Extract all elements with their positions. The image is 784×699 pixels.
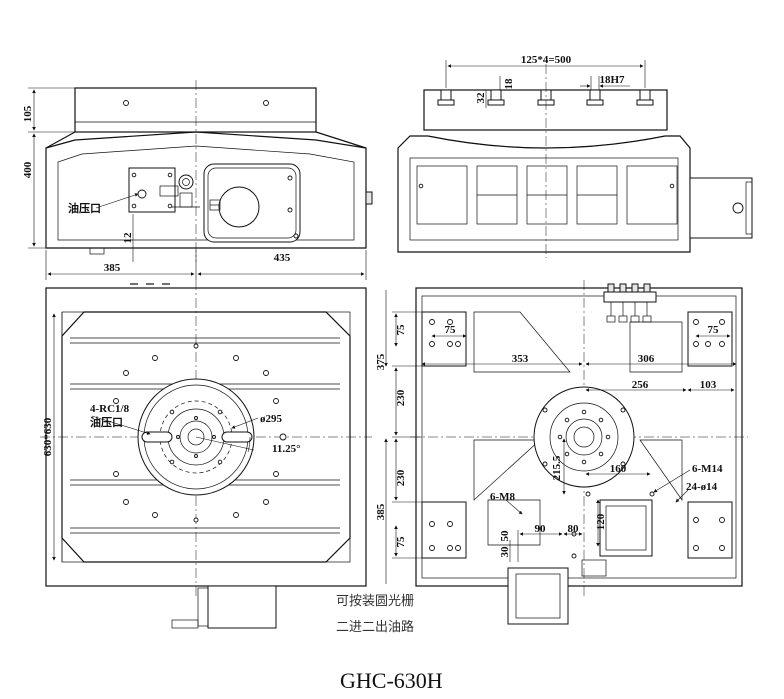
dim-slot-width: 18H7 bbox=[599, 74, 625, 86]
base-view: 75 375 230 230 385 75 75 353 306 256 103… bbox=[375, 280, 748, 625]
dim-353: 353 bbox=[512, 353, 529, 365]
label-m14: 6-M14 bbox=[692, 463, 723, 475]
front-view: 105 400 385 435 12 油压口 bbox=[22, 80, 373, 280]
dim-256: 256 bbox=[632, 379, 649, 391]
top-fittings bbox=[603, 283, 657, 323]
label-rc-port: 4-RC1/8 bbox=[90, 403, 130, 415]
label-oil-port-front: 油压口 bbox=[68, 201, 101, 215]
dim-75-d: 75 bbox=[708, 324, 720, 336]
dim-table-size: 630*630 bbox=[42, 417, 54, 456]
dim-75-c: 75 bbox=[395, 536, 407, 548]
label-m8: 6-M8 bbox=[490, 491, 516, 503]
side-view: 125*4=500 18H7 32 18 bbox=[397, 54, 753, 258]
note-encoder: 可按装圆光栅 bbox=[336, 594, 415, 609]
plan-view: 630*630 4-RC1/8 油压口 ø295 11.25° bbox=[40, 280, 372, 629]
dim-385: 385 bbox=[375, 503, 387, 520]
dim-50: 50 bbox=[499, 530, 511, 542]
dim-top-height: 105 bbox=[22, 105, 34, 122]
label-circle-dia: ø295 bbox=[260, 413, 283, 425]
model-title: GHC-630H bbox=[340, 668, 443, 693]
dim-230-a: 230 bbox=[395, 389, 407, 406]
plan-holes bbox=[113, 343, 287, 523]
dim-90: 90 bbox=[535, 523, 547, 535]
dim-215: 215.5 bbox=[551, 455, 563, 480]
dim-left-width: 385 bbox=[104, 262, 121, 274]
dim-right-width: 435 bbox=[274, 252, 291, 264]
note-oil-path: 二进二出油路 bbox=[336, 620, 415, 635]
dim-230-b: 230 bbox=[395, 469, 407, 486]
label-oil-port-plan: 油压口 bbox=[90, 415, 123, 429]
dim-75-a: 75 bbox=[395, 324, 407, 336]
dim-slot-gap: 18 bbox=[503, 78, 515, 90]
dim-103: 103 bbox=[700, 379, 717, 391]
base-holes bbox=[429, 319, 725, 551]
dim-slot-pitch: 125*4=500 bbox=[521, 54, 572, 66]
dim-160: 160 bbox=[610, 463, 627, 475]
dim-80: 80 bbox=[568, 523, 580, 535]
label-phi14: 24-ø14 bbox=[686, 481, 718, 493]
dim-30: 30 bbox=[499, 546, 511, 558]
t-slots bbox=[437, 89, 654, 106]
dim-375: 375 bbox=[375, 353, 387, 370]
dim-total-height: 400 bbox=[22, 161, 34, 178]
label-angle: 11.25° bbox=[272, 443, 301, 455]
dim-slot-depth: 32 bbox=[475, 92, 487, 104]
dim-port-offset: 12 bbox=[122, 232, 134, 244]
dim-75-b: 75 bbox=[445, 324, 457, 336]
dim-120: 120 bbox=[595, 513, 607, 530]
dim-306: 306 bbox=[638, 353, 655, 365]
